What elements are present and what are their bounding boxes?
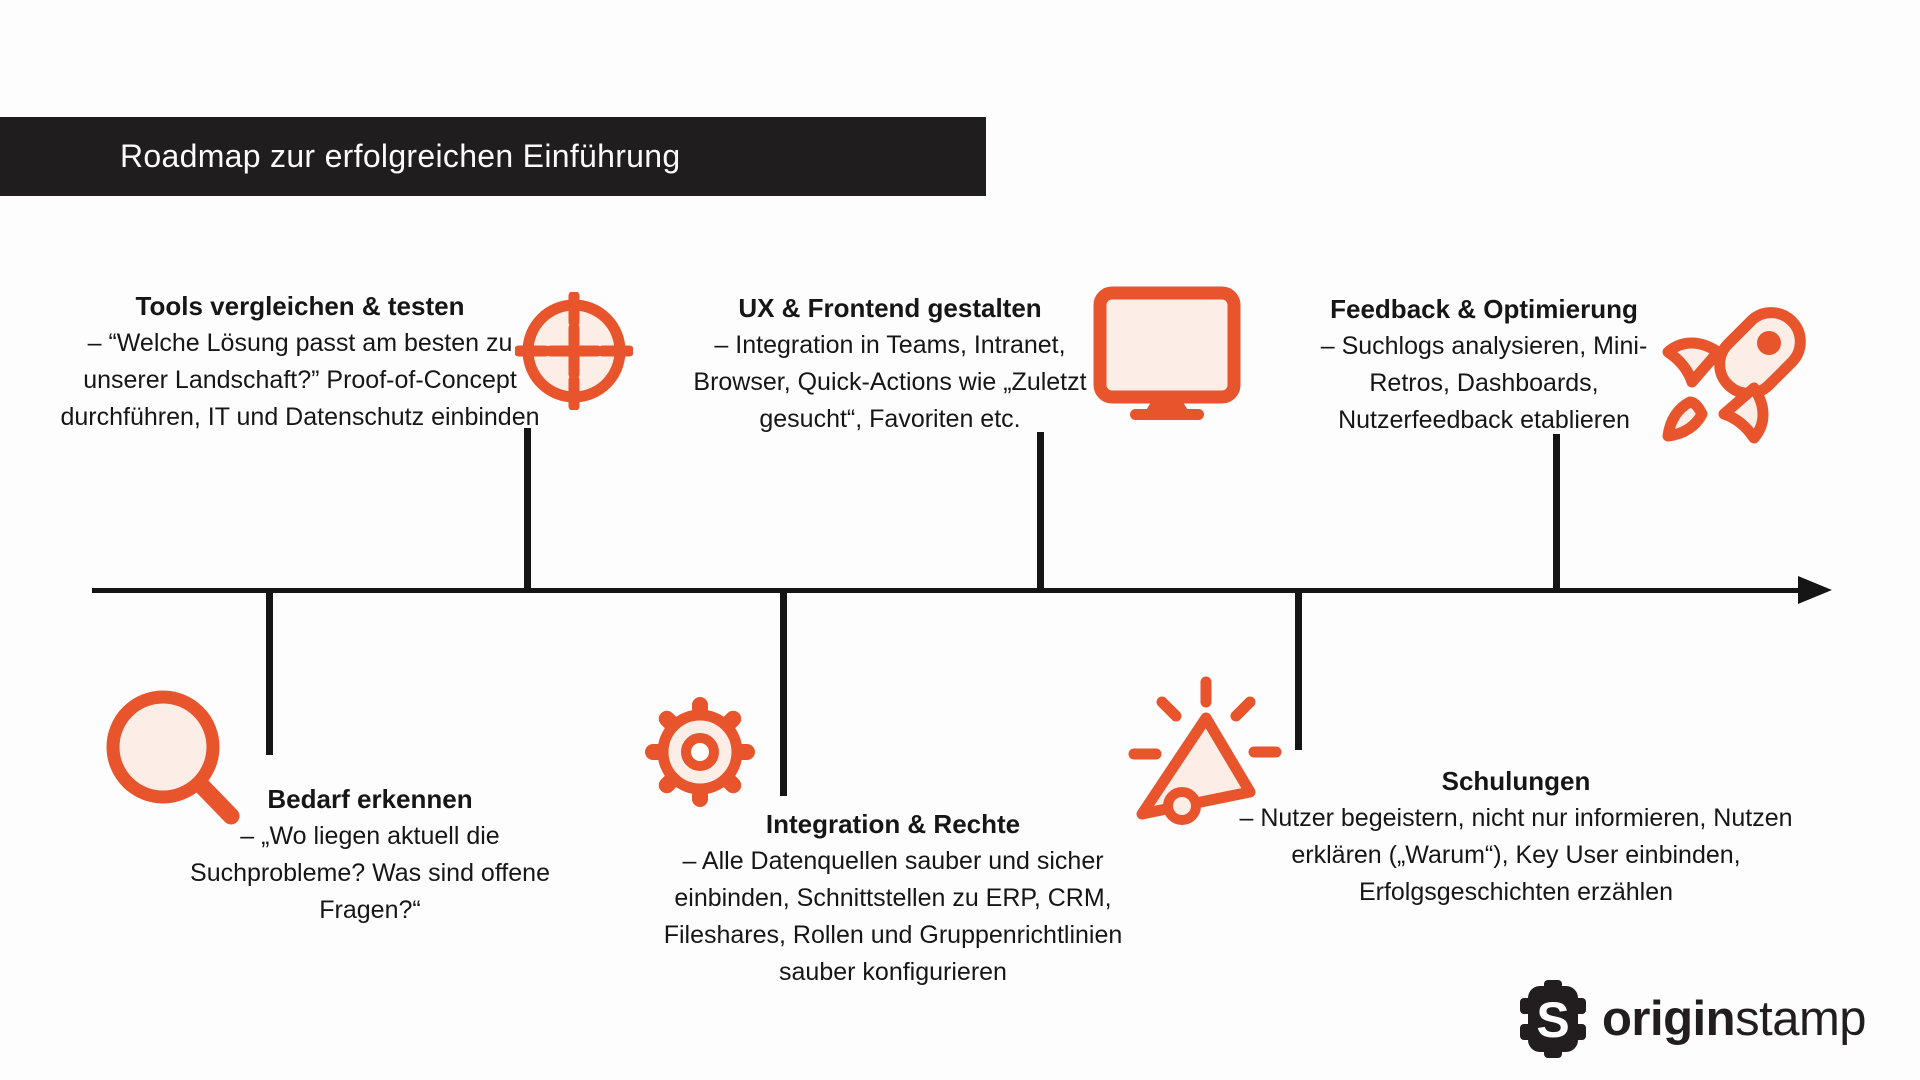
originstamp-wordmark: originstamp [1602,991,1867,1047]
rocket-icon [1662,307,1806,444]
gear-icon [645,697,755,807]
milestone-heading: Integration & Rechte [765,809,1021,839]
connector-bedarf [266,590,273,755]
milestone-description: – Alle Datenquellen sauber und sicher ei… [663,847,1123,986]
logo-word-origin: origin [1602,992,1736,1046]
connector-tools [524,428,531,590]
milestone-description: – Integration in Teams, Intranet, Browse… [693,331,1087,433]
milestone-feedback: Feedback & Optimierung – Suchlogs analys… [1300,291,1668,439]
milestone-description: – „Wo liegen aktuell die Suchprobleme? W… [190,822,550,924]
magnifier-icon [106,690,240,825]
milestone-heading: Bedarf erkennen [267,784,473,814]
target-icon [515,292,633,410]
milestone-heading: UX & Frontend gestalten [738,293,1042,323]
milestone-ux: UX & Frontend gestalten – Integration in… [680,290,1100,438]
milestone-heading: Feedback & Optimierung [1330,294,1638,324]
timeline-arrowhead-icon [1798,576,1832,604]
monitor-icon [1093,286,1241,420]
originstamp-s-icon: S [1520,980,1586,1058]
milestone-tools: Tools vergleichen & testen – “Welche Lös… [60,288,540,436]
connector-ux [1037,432,1044,590]
megaphone-icon [1128,676,1282,825]
milestone-description: – “Welche Lösung passt am besten zu unse… [60,329,540,431]
milestone-integration: Integration & Rechte – Alle Datenquellen… [643,806,1143,991]
connector-integration [780,588,787,796]
milestone-heading: Tools vergleichen & testen [135,291,465,321]
milestone-description: – Nutzer begeistern, nicht nur informier… [1239,804,1793,906]
connector-feedback [1553,434,1560,590]
originstamp-logo: S originstamp [1520,980,1867,1058]
connector-schulungen [1295,588,1302,750]
title-bar: Roadmap zur erfolgreichen Einführung [0,117,986,196]
milestone-heading: Schulungen [1441,766,1591,796]
logo-word-stamp: stamp [1735,992,1867,1046]
page-title: Roadmap zur erfolgreichen Einführung [120,138,681,174]
milestone-schulungen: Schulungen – Nutzer begeistern, nicht nu… [1233,763,1799,911]
svg-text:S: S [1536,992,1569,1048]
milestone-description: – Suchlogs analysieren, Mini-Retros, Das… [1320,332,1648,434]
milestone-bedarf: Bedarf erkennen – „Wo liegen aktuell die… [180,781,560,929]
timeline-axis [92,588,1804,593]
